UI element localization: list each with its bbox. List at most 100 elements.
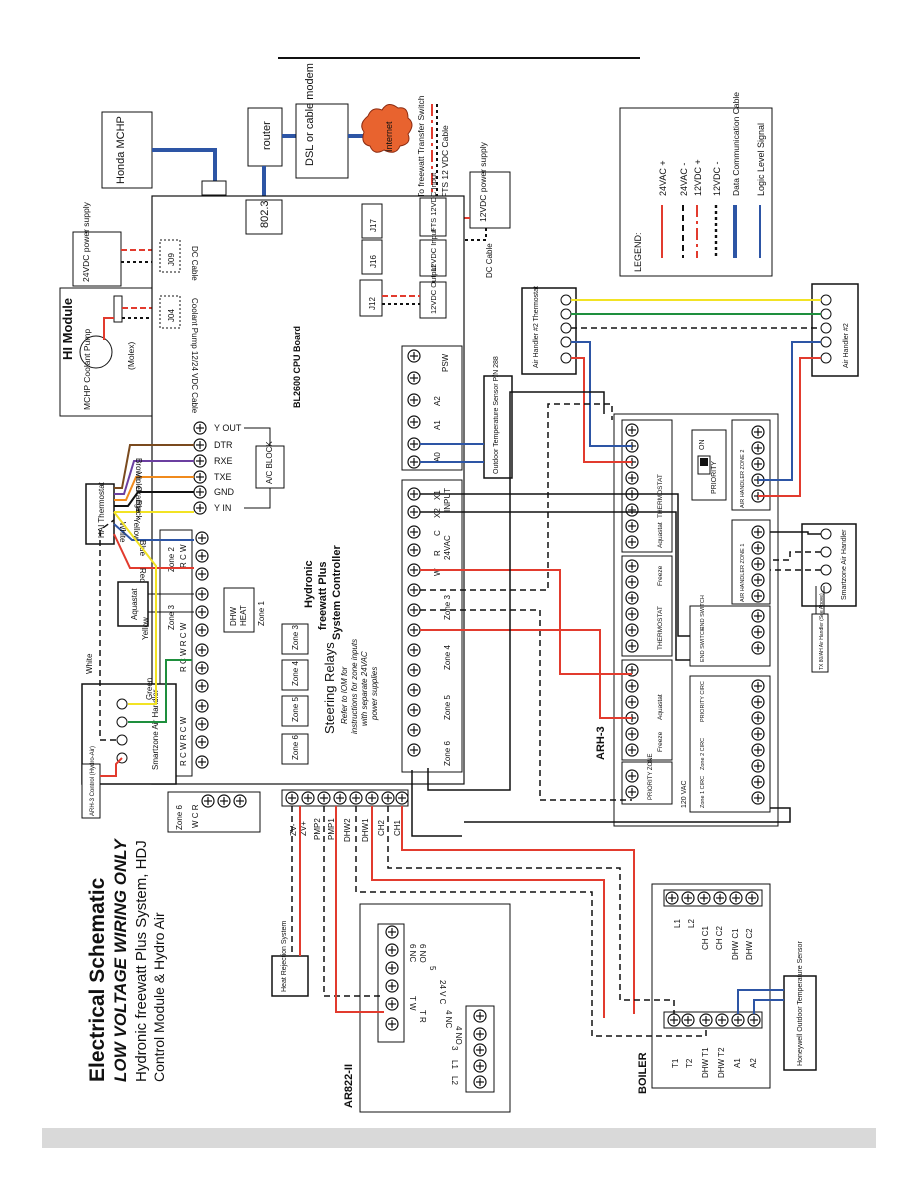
top-rule	[278, 57, 640, 59]
zone6-label-right: Zone 6	[443, 741, 452, 766]
wire-blue	[113, 523, 194, 541]
port-j09-label: J09	[167, 253, 176, 266]
ah2-box	[811, 283, 859, 377]
arh3-sec-thermostat-2: THERMOSTAT	[657, 606, 664, 650]
coolant-cable-label: Coolant Pump 12/24 VDC Cable	[190, 298, 199, 414]
zone5-label-right: Zone 5	[443, 695, 452, 720]
wire-ah2-logic	[758, 341, 821, 481]
footer-bar	[42, 1128, 876, 1148]
wire-honeywell-a2	[753, 999, 784, 1014]
boiler-t1: T1	[671, 1058, 680, 1068]
legend-box: LEGEND: 24VAC + 24VAC - 12VDC + 12VDC - …	[619, 92, 773, 277]
relay-zone3	[281, 623, 309, 655]
fts-cable-label: FTS 12 VDC Cable	[440, 125, 450, 198]
ar822-label: AR822-II	[343, 1064, 355, 1108]
ar822-6nc: 6 NC	[408, 944, 417, 962]
signal-yin: Y IN	[214, 503, 231, 513]
relay-zone6	[281, 733, 309, 765]
wire-red	[113, 533, 194, 569]
analog-terminal-strip	[401, 345, 463, 471]
wire-yout-ac	[244, 427, 271, 446]
legend-item-6: Logic Level Signal	[756, 123, 766, 196]
relay-dhw: DHW	[229, 606, 238, 626]
port-j04	[159, 295, 181, 329]
wire-label-green: Green	[145, 678, 154, 700]
boiler-a1: A1	[733, 1058, 742, 1068]
port-fts-input-label: FTS 12VDC Input	[429, 172, 438, 232]
relays-note-2: instructions for zone inputs	[350, 639, 359, 734]
relay-zone1	[223, 587, 255, 633]
title-line4: Control Module & Hydro Air	[151, 912, 167, 1082]
arh3-on-label: ON	[699, 440, 706, 451]
arh3-thermostat-1	[621, 419, 673, 553]
wire-label-violet: Violet	[134, 472, 143, 493]
arh3-sec-aquastat-2: Aquastat	[657, 694, 664, 720]
port-12vdc-output-label: 12VDC Output	[429, 264, 438, 314]
relay-zone4-label: Zone 4	[291, 661, 300, 686]
boiler-chc1: CH C1	[701, 925, 710, 950]
input-r: R	[433, 550, 442, 556]
relay-zone5	[281, 695, 309, 727]
wire-vac-feed-2	[411, 770, 462, 837]
signal-dtr: DTR	[214, 440, 233, 450]
port-j12	[359, 279, 383, 317]
molex-label: (Molex)	[126, 341, 136, 370]
port-j12-label: J12	[368, 297, 377, 310]
psu12-label: 12VDC power supply	[478, 141, 488, 222]
arh3-sec-aquastat-1: Aquastat	[657, 522, 664, 548]
port-fts-input	[419, 197, 447, 237]
legend-item-2: 24VAC -	[679, 163, 689, 196]
ar822-5: 5	[428, 966, 437, 971]
arh3-sec-ah-zone2: AIR HANDLER ZONE 2	[740, 450, 746, 508]
router-label: router	[261, 121, 273, 150]
wire-sz-r1	[770, 531, 821, 535]
wire-orange	[114, 476, 194, 501]
zone4-label-right: Zone 4	[443, 645, 452, 670]
wire-sz-r2	[770, 551, 821, 561]
internet-cloud: Internet	[361, 104, 413, 153]
port-8023-label: 802.3	[259, 200, 271, 228]
molex-connector	[113, 295, 123, 323]
honda-box	[101, 111, 153, 189]
wire-ch1	[401, 806, 635, 1014]
wire-honeywell-a1	[737, 989, 784, 1014]
wire-label-red: Red	[138, 568, 147, 583]
port-12vdc-output	[419, 281, 447, 319]
title-main: Electrical Schematic	[86, 877, 109, 1082]
legend-heading: LEGEND:	[633, 232, 643, 272]
controller-title-3: System Controller	[331, 545, 343, 640]
arh3-priority-label: PRIORITY	[711, 461, 718, 494]
zone3-label-right: Zone 3	[443, 595, 452, 620]
port-8023	[245, 199, 283, 235]
relay-zone6-label: Zone 6	[291, 735, 300, 760]
wire-smartzone-white	[99, 519, 116, 741]
ar-pmp1: PMP1	[327, 818, 336, 840]
wire-zone2-r	[420, 569, 632, 675]
ah2-terminals	[820, 294, 832, 364]
modem-label: DSL or cable modem	[304, 63, 316, 166]
wire-label-white: White	[118, 522, 127, 543]
fts-label: To freewatt Transfer Switch	[416, 95, 426, 198]
boiler-box	[651, 883, 771, 1089]
honeywell-sensor-box	[783, 975, 817, 1071]
arh3-sec-freeze-1: Freeze	[657, 565, 664, 586]
pump-symbol	[79, 335, 113, 369]
smartzone-right-terminals	[820, 528, 832, 594]
wire-label-yellow-2: Yellow	[141, 617, 150, 640]
input-label: INPUT	[443, 488, 452, 512]
port-j17-label: J17	[369, 219, 378, 232]
input-x2: X2	[433, 508, 442, 518]
legend-item-3: 12VDC +	[693, 159, 703, 196]
wire-return-black	[427, 391, 605, 791]
boiler-dhwc2: DHW C2	[745, 928, 754, 960]
ar822-l1: L1	[450, 1060, 459, 1069]
port-j16-label: J16	[369, 255, 378, 268]
wire-brown	[114, 444, 194, 489]
outdoor-sensor-box	[483, 375, 513, 479]
hi-module-label: HI Module	[60, 298, 75, 360]
arh3-end-switch-1: END SWITCH	[700, 627, 706, 662]
wire-pump-plus	[103, 317, 114, 340]
relay-zone1-label: Zone 1	[257, 601, 266, 626]
modem-box	[295, 103, 349, 179]
relay-zone5-label: Zone 5	[291, 697, 300, 722]
